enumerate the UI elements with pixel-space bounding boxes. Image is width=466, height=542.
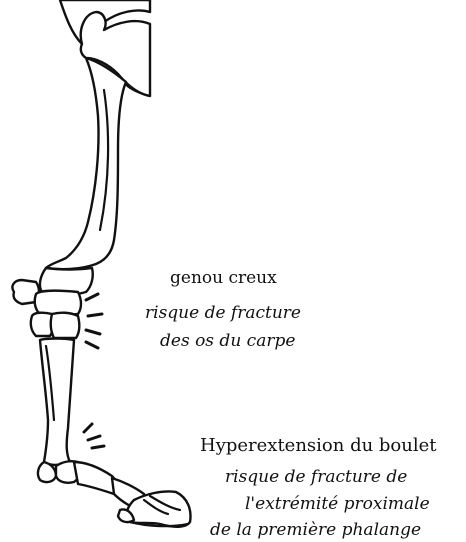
knee-risk-line-2: des os du carpe <box>160 333 295 350</box>
knee-stress-mark-2 <box>88 314 102 316</box>
first-phalanx-bone <box>74 462 117 494</box>
knee-stress-mark-4 <box>86 342 98 348</box>
carpal-bone-lower-2 <box>51 313 80 338</box>
fetlock-stress-mark-2 <box>88 436 100 440</box>
fetlock-risk-line-1: risque de fracture de <box>225 469 407 486</box>
knee-stress-mark-3 <box>86 330 100 334</box>
knee-title: genou creux <box>170 270 277 287</box>
humerus-bone <box>46 58 126 269</box>
cannon-bone <box>40 339 74 466</box>
fetlock-stress-mark-3 <box>92 446 104 448</box>
fetlock-stress-mark-1 <box>84 424 92 432</box>
fetlock-risk-line-2: l'extrémité proximale <box>245 496 430 513</box>
knee-stress-mark-1 <box>86 294 98 300</box>
knee-risk-line-1: risque de fracture <box>145 305 301 322</box>
fetlock-risk-line-3: de la première phalange <box>210 522 421 539</box>
fetlock-title: Hyperextension du boulet <box>200 437 437 455</box>
